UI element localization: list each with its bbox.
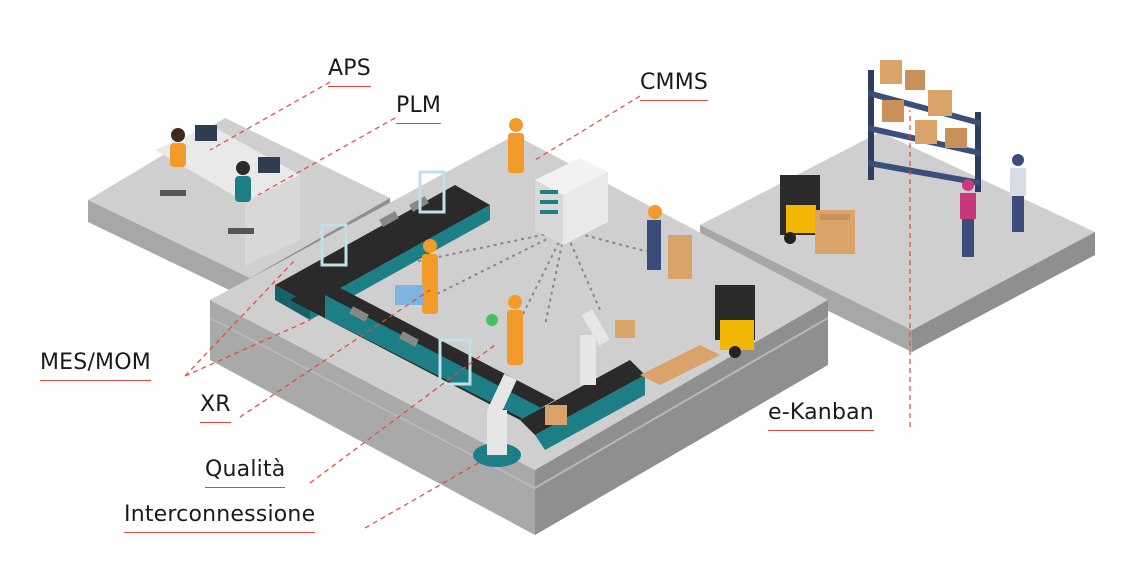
leader-line-interconnessione bbox=[364, 461, 481, 529]
robot-arm-right bbox=[545, 309, 635, 425]
leader-line-mes2 bbox=[184, 319, 311, 377]
workers-factory bbox=[395, 118, 692, 365]
leader-line-cmms bbox=[534, 95, 641, 161]
label-plm-text: PLM bbox=[396, 93, 442, 118]
label-plm-underline bbox=[396, 123, 442, 124]
server-cabinet bbox=[535, 158, 608, 245]
label-e-kanban-text: e-Kanban bbox=[768, 400, 874, 425]
label-cmms-underline bbox=[640, 100, 709, 101]
label-qualita: Qualità bbox=[205, 457, 286, 488]
label-interconnessione-text: Interconnessione bbox=[124, 502, 316, 527]
label-cmms-text: CMMS bbox=[640, 70, 709, 95]
label-cmms: CMMS bbox=[640, 70, 709, 101]
shelf-rack bbox=[868, 60, 981, 192]
leader-lines bbox=[184, 81, 911, 529]
leader-line-xr bbox=[239, 289, 431, 418]
leader-line-plm bbox=[257, 117, 396, 196]
label-mes-mom: MES/MOM bbox=[40, 350, 151, 381]
label-e-kanban: e-Kanban bbox=[768, 400, 874, 431]
label-mes-mom-underline bbox=[40, 380, 151, 381]
label-e-kanban-underline bbox=[768, 430, 874, 431]
label-xr-underline bbox=[200, 422, 231, 423]
label-aps: APS bbox=[328, 56, 371, 87]
robot-arm-left bbox=[473, 373, 521, 467]
label-aps-text: APS bbox=[328, 56, 371, 81]
label-xr-text: XR bbox=[200, 392, 231, 417]
label-interconnessione: Interconnessione bbox=[124, 502, 316, 533]
label-plm: PLM bbox=[396, 93, 442, 124]
label-mes-mom-text: MES/MOM bbox=[40, 350, 151, 375]
label-aps-underline bbox=[328, 86, 371, 87]
leader-line-aps bbox=[209, 81, 331, 151]
conveyor-belt bbox=[275, 170, 645, 450]
label-qualita-underline bbox=[205, 487, 286, 488]
leader-line-qualita bbox=[309, 344, 496, 484]
label-interconnessione-underline bbox=[124, 532, 316, 533]
label-xr: XR bbox=[200, 392, 231, 423]
label-qualita-text: Qualità bbox=[205, 457, 286, 482]
forklift-factory bbox=[640, 285, 755, 385]
forklift-warehouse bbox=[780, 175, 855, 254]
